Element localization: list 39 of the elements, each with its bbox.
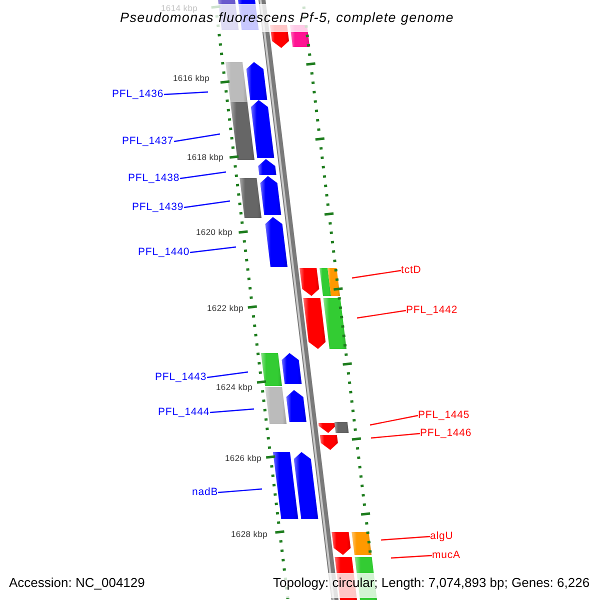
leader-line xyxy=(210,408,254,414)
kbp-label: 1618 kbp xyxy=(187,152,224,161)
leader-line xyxy=(184,200,230,208)
leader-line xyxy=(380,536,430,541)
gene-label: algU xyxy=(430,530,454,541)
gene-label: PFL_1439 xyxy=(132,202,184,212)
kbp-label: 1620 kbp xyxy=(196,228,233,236)
gene-label: PFL_1440 xyxy=(138,246,190,257)
kbp-label: 1624 kbp xyxy=(216,382,253,391)
gene-label: PFL_1442 xyxy=(406,304,458,315)
genome-stats-text: Topology: circular; Length: 7,074,893 bp; Genes: 6,226 xyxy=(273,576,590,588)
gene-label: mucA xyxy=(432,550,460,560)
gene-label: tctD xyxy=(401,264,422,275)
kbp-label: 1616 kbp xyxy=(173,74,210,82)
gene-label: PFL_1446 xyxy=(420,428,472,438)
leader-line xyxy=(190,246,236,254)
gene-label: PFL_1443 xyxy=(155,372,207,382)
leader-line xyxy=(180,171,226,180)
leader-line xyxy=(352,270,402,279)
leader-line xyxy=(218,488,262,494)
accession-text: Accession: NC_004129 xyxy=(9,576,145,588)
kbp-label: 1628 kbp xyxy=(231,530,268,538)
kbp-label: 1614 kbp xyxy=(161,4,198,12)
leader-line xyxy=(390,554,432,559)
leader-line xyxy=(356,310,406,319)
gene-label: PFL_1436 xyxy=(112,88,164,99)
kbp-label: 1626 kbp xyxy=(225,454,262,462)
leader-line xyxy=(164,91,208,96)
leader-line xyxy=(370,432,420,439)
gene-label: PFL_1444 xyxy=(158,406,210,417)
gene-label: PFL_1437 xyxy=(122,136,174,146)
title: Pseudomonas fluorescens Pf-5, complete genome xyxy=(120,11,454,24)
leader-line xyxy=(206,371,248,378)
kbp-label: 1622 kbp xyxy=(207,304,244,312)
leader-line xyxy=(370,414,418,426)
gene-label: PFL_1445 xyxy=(418,410,470,420)
leader-line xyxy=(174,133,220,142)
gene-label: PFL_1438 xyxy=(128,172,180,183)
gene-label: nadB xyxy=(192,486,218,497)
